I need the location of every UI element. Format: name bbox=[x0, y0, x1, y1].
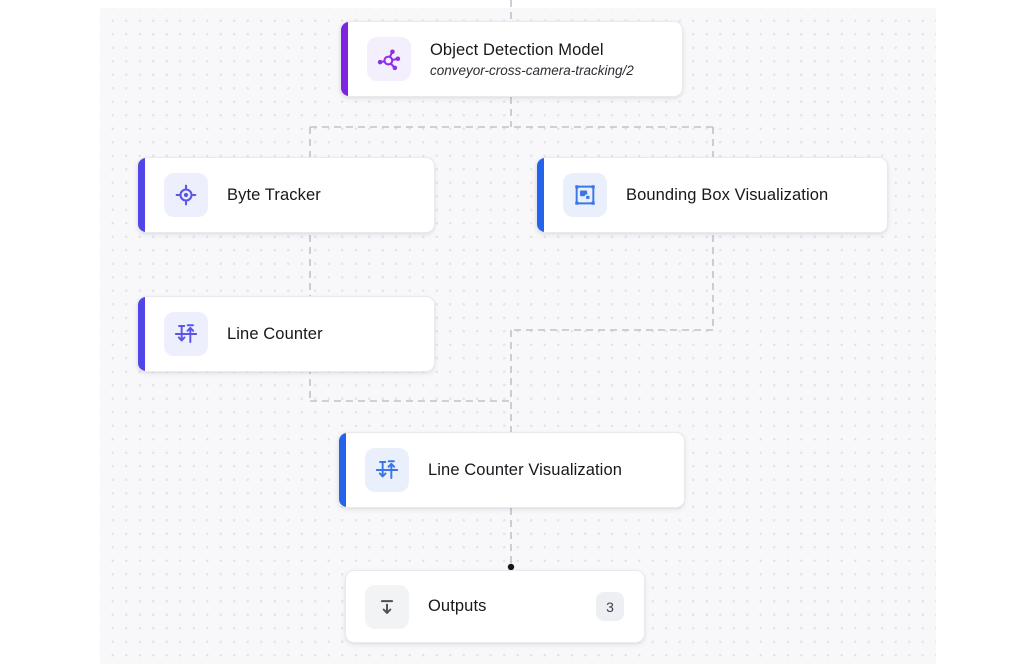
accent-bar bbox=[138, 297, 145, 371]
node-title: Line Counter bbox=[227, 324, 323, 343]
node-title: Outputs bbox=[428, 597, 487, 615]
node-subtitle: conveyor-cross-camera-tracking/2 bbox=[430, 62, 634, 78]
download-tray-icon bbox=[365, 584, 409, 629]
node-line-counter[interactable]: Line Counter bbox=[137, 296, 435, 372]
node-byte-tracker[interactable]: Byte Tracker bbox=[137, 157, 435, 233]
node-object-detection-model[interactable]: Object Detection Model conveyor-cross-ca… bbox=[340, 21, 683, 97]
node-title: Object Detection Model bbox=[430, 40, 604, 59]
dot-grid-background bbox=[100, 8, 936, 664]
accent-bar bbox=[341, 22, 348, 96]
bounding-box-icon bbox=[563, 173, 607, 217]
node-bounding-box-visualization[interactable]: Bounding Box Visualization bbox=[536, 157, 888, 233]
accent-bar bbox=[138, 158, 145, 232]
node-title: Bounding Box Visualization bbox=[626, 185, 829, 204]
accent-bar bbox=[537, 158, 544, 232]
line-crossing-arrows-icon bbox=[164, 312, 208, 356]
connector-endpoint-dot bbox=[507, 563, 515, 571]
node-title: Line Counter Visualization bbox=[428, 460, 623, 479]
node-title: Byte Tracker bbox=[227, 185, 321, 204]
model-graph-icon bbox=[367, 37, 411, 81]
output-count-badge: 3 bbox=[596, 592, 624, 621]
crosshair-target-icon bbox=[164, 173, 208, 217]
accent-bar bbox=[339, 433, 346, 507]
node-outputs[interactable]: Outputs 3 bbox=[345, 570, 645, 643]
line-crossing-arrows-icon bbox=[365, 448, 409, 492]
node-line-counter-visualization[interactable]: Line Counter Visualization bbox=[338, 432, 685, 508]
